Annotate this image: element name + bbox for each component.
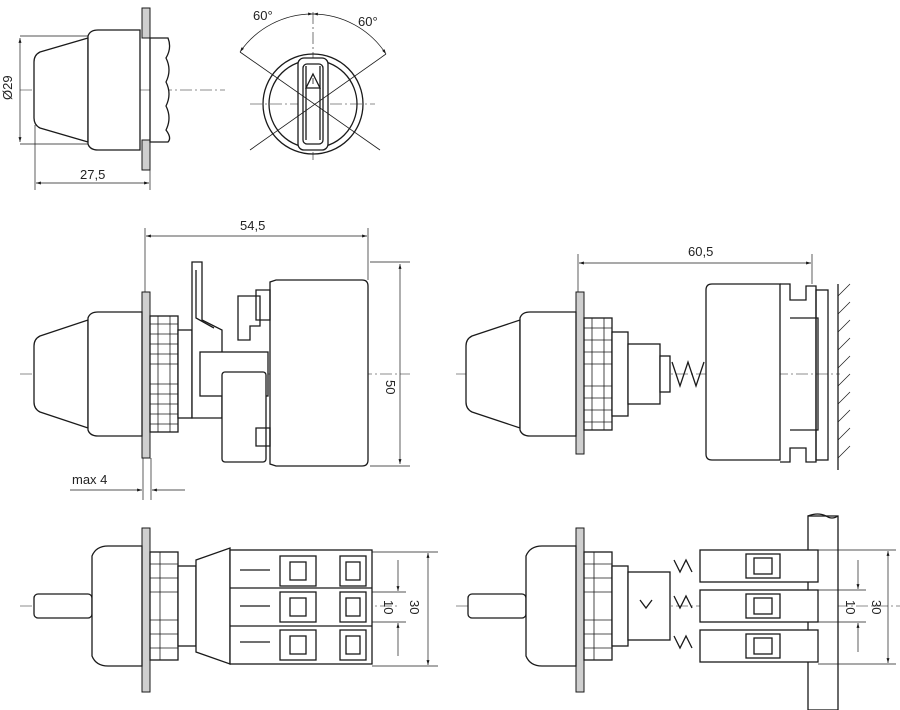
view-top-blocks: 10 30 xyxy=(20,527,438,693)
dim-pitch-a: 10 xyxy=(381,600,396,614)
dim-angle-right: 60° xyxy=(358,14,378,29)
dim-height-a: 30 xyxy=(407,600,422,614)
nut-ridges-3 xyxy=(150,552,178,660)
dim-height-b: 30 xyxy=(869,600,884,614)
dim-depth-rail: 60,5 xyxy=(688,244,713,259)
nut-ridges-2 xyxy=(584,318,612,430)
view-top-left-side: Ø29 27,5 xyxy=(0,7,225,190)
dim-diameter: Ø29 xyxy=(0,75,15,100)
view-side-mounted: 54,5 50 max 4 xyxy=(20,218,410,500)
nut-ridges xyxy=(150,316,178,432)
dim-height-side: 50 xyxy=(383,380,398,394)
view-front: 60° 60° xyxy=(239,8,387,160)
wall-hatch xyxy=(837,283,851,459)
triangle-icon xyxy=(304,72,322,89)
dim-depth-side: 54,5 xyxy=(240,218,265,233)
block-row-3 xyxy=(279,629,367,661)
rail-block-row-1 xyxy=(699,549,819,583)
dim-depth-front: 27,5 xyxy=(80,167,105,182)
view-top-rail: 10 30 xyxy=(456,513,900,710)
dim-panel-thickness: max 4 xyxy=(72,472,107,487)
rail-block-row-3 xyxy=(699,629,819,663)
dim-angle-left: 60° xyxy=(253,8,273,23)
block-row-2 xyxy=(279,591,367,623)
block-row-1 xyxy=(279,555,367,587)
rail-block-row-2 xyxy=(699,589,819,623)
view-rail-mounted: 60,5 xyxy=(456,244,851,470)
nut-ridges-4 xyxy=(584,552,612,660)
dim-pitch-b: 10 xyxy=(843,600,858,614)
